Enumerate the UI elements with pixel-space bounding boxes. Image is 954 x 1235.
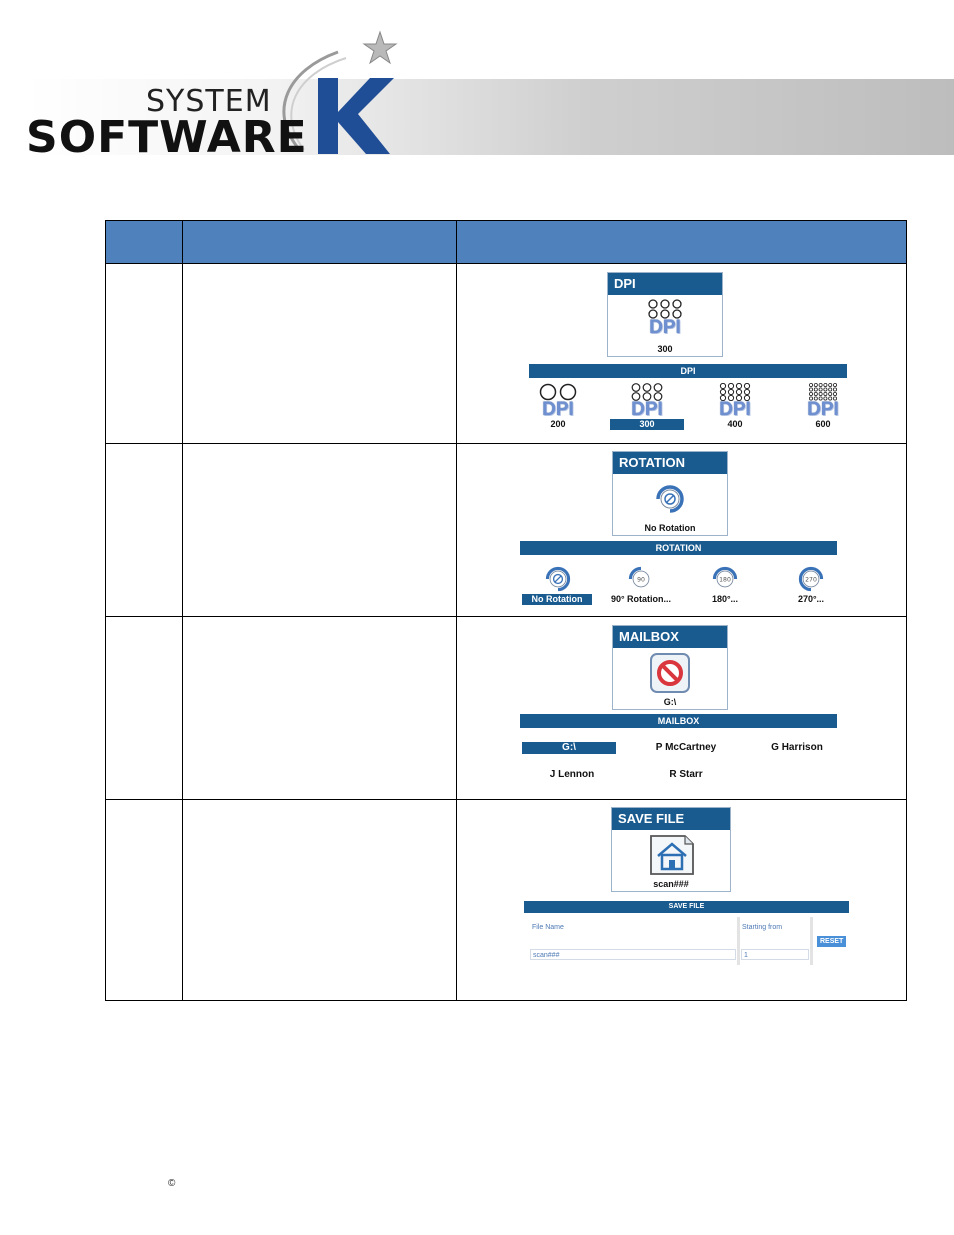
dpi-option-label: 200 (550, 419, 566, 429)
file-name-input[interactable]: scan### (530, 949, 736, 960)
rotation-option-none[interactable]: No Rotation (514, 564, 602, 605)
dpi-tile-title: DPI (608, 273, 722, 295)
dpi-icon-word: DPI (719, 399, 751, 420)
k-logo-icon (282, 30, 398, 154)
rotation-icon (656, 485, 684, 513)
row-number-cell (105, 616, 183, 800)
rotation-option-label: 180°... (711, 594, 739, 604)
rotation-option-180[interactable]: 180 180°... (681, 564, 769, 605)
rotation-option-label: 270°... (797, 594, 825, 604)
row-number-cell (105, 263, 183, 444)
dpi-option-400[interactable]: DPI 400 (691, 383, 779, 430)
dots-icon (719, 383, 751, 401)
rotation-badge-text: 270 (805, 577, 817, 584)
header-cell-1 (105, 220, 183, 264)
logo-system-text: SYSTEM (146, 84, 272, 119)
table-row: SAVE FILE scan### SAVE FILE File Name St… (105, 799, 907, 1001)
rotation-option-270[interactable]: 270 270°... (767, 564, 855, 605)
no-entry-icon (650, 653, 690, 693)
settings-table: DPI DPI 300 DPI DPI 200 (105, 220, 907, 1001)
dpi-option-300[interactable]: DPI 300 (603, 383, 691, 430)
table-header-row (105, 220, 907, 264)
dpi-icon-word: DPI (807, 399, 839, 420)
save-file-tile-value: scan### (653, 879, 689, 889)
dpi-icon-word: DPI (649, 317, 681, 338)
home-file-icon (650, 835, 694, 875)
rotation-option-label: 90° Rotation... (610, 594, 672, 604)
starting-from-input[interactable]: 1 (741, 949, 809, 960)
logo-software-text: SOFTWARE (26, 112, 308, 163)
copyright-symbol: © (168, 1178, 176, 1189)
header-cell-3 (456, 220, 907, 264)
mailbox-item[interactable]: R Starr (669, 769, 703, 780)
row-description-cell (182, 263, 457, 444)
dpi-option-label: 400 (727, 419, 743, 429)
rotation-tile-title: ROTATION (613, 452, 727, 474)
save-file-screenshot-cell: SAVE FILE scan### SAVE FILE File Name St… (456, 799, 907, 1001)
mailbox-tile-title: MAILBOX (613, 626, 727, 648)
mailbox-tile-value: G:\ (663, 697, 677, 707)
dpi-tile-value: 300 (657, 344, 673, 354)
reset-button[interactable]: RESET (817, 936, 847, 947)
rotation-tile-value: No Rotation (644, 523, 696, 533)
page-header: SYSTEM SOFTWARE (0, 0, 954, 165)
dots-icon (539, 383, 577, 401)
row-description-cell (182, 799, 457, 1001)
mailbox-item-selected[interactable]: G:\ (522, 742, 616, 754)
dpi-option-label: 600 (815, 419, 831, 429)
dots-icon (631, 383, 663, 401)
rotation-screenshot-cell: ROTATION No Rotation ROTATION No Rotat (456, 443, 907, 617)
rotation-icon (545, 566, 571, 592)
file-name-label: File Name (532, 924, 564, 931)
mailbox-bar: MAILBOX (520, 714, 837, 728)
starting-from-label: Starting from (742, 924, 783, 931)
mailbox-screenshot-cell: MAILBOX G:\ MAILBOX G:\ P McCartney G Ha… (456, 616, 907, 800)
mailbox-item[interactable]: J Lennon (549, 769, 595, 780)
mailbox-item[interactable]: P McCartney (655, 742, 717, 753)
dpi-bar: DPI (529, 364, 847, 378)
table-row: MAILBOX G:\ MAILBOX G:\ P McCartney G Ha… (105, 616, 907, 800)
rotation-icon: 180 (712, 566, 738, 588)
save-file-tile[interactable]: SAVE FILE scan### (611, 807, 731, 892)
dpi-option-600[interactable]: DPI 600 (779, 383, 867, 430)
column-divider (810, 917, 813, 965)
save-file-tile-title: SAVE FILE (612, 808, 730, 830)
dots-icon (648, 299, 682, 319)
dpi-option-label-selected: 300 (610, 419, 684, 430)
rotation-bar: ROTATION (520, 541, 837, 555)
table-row: DPI DPI 300 DPI DPI 200 (105, 263, 907, 444)
rotation-option-90[interactable]: 90 90° Rotation... (597, 564, 685, 605)
dpi-option-200[interactable]: DPI 200 (514, 383, 602, 430)
column-divider (737, 917, 740, 965)
row-number-cell (105, 443, 183, 617)
row-description-cell (182, 616, 457, 800)
rotation-icon: 270 (798, 566, 824, 592)
mailbox-tile[interactable]: MAILBOX G:\ (612, 625, 728, 710)
dpi-screenshot-cell: DPI DPI 300 DPI DPI 200 (456, 263, 907, 444)
mailbox-item[interactable]: G Harrison (771, 742, 823, 753)
header-cell-2 (182, 220, 457, 264)
dpi-icon-word: DPI (631, 399, 663, 420)
row-number-cell (105, 799, 183, 1001)
table-row: ROTATION No Rotation ROTATION No Rotat (105, 443, 907, 617)
row-description-cell (182, 443, 457, 617)
rotation-option-label-selected: No Rotation (522, 594, 592, 605)
rotation-icon: 90 (628, 566, 650, 588)
save-file-bar: SAVE FILE (524, 901, 849, 913)
dpi-tile[interactable]: DPI DPI 300 (607, 272, 723, 357)
dpi-icon-word: DPI (542, 399, 574, 420)
dots-icon (808, 383, 837, 401)
rotation-tile[interactable]: ROTATION No Rotation (612, 451, 728, 536)
header-banner (26, 79, 954, 155)
rotation-badge-text: 180 (719, 577, 731, 584)
rotation-badge-text: 90 (637, 577, 645, 584)
